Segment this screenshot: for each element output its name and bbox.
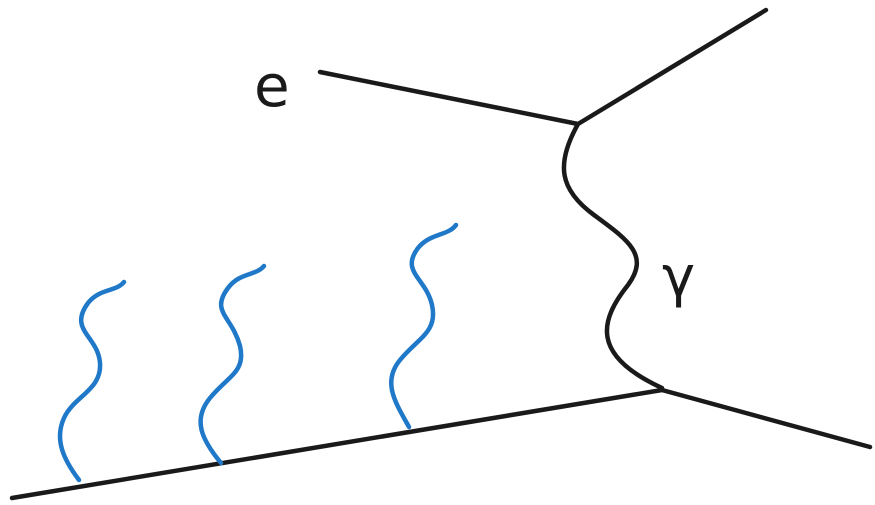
incoming-lower-line [9,387,665,501]
outgoing-lower-line [659,387,873,450]
radiated-photon-1 [57,279,127,483]
exchanged-photon-wavy-line [561,121,665,391]
electron-label: e [254,52,290,120]
outgoing-electron-line [575,7,769,127]
incoming-electron-line [317,69,581,127]
radiated-photon-2 [198,263,267,466]
photon-label: γ [662,245,695,310]
radiated-photon-3 [388,222,459,430]
